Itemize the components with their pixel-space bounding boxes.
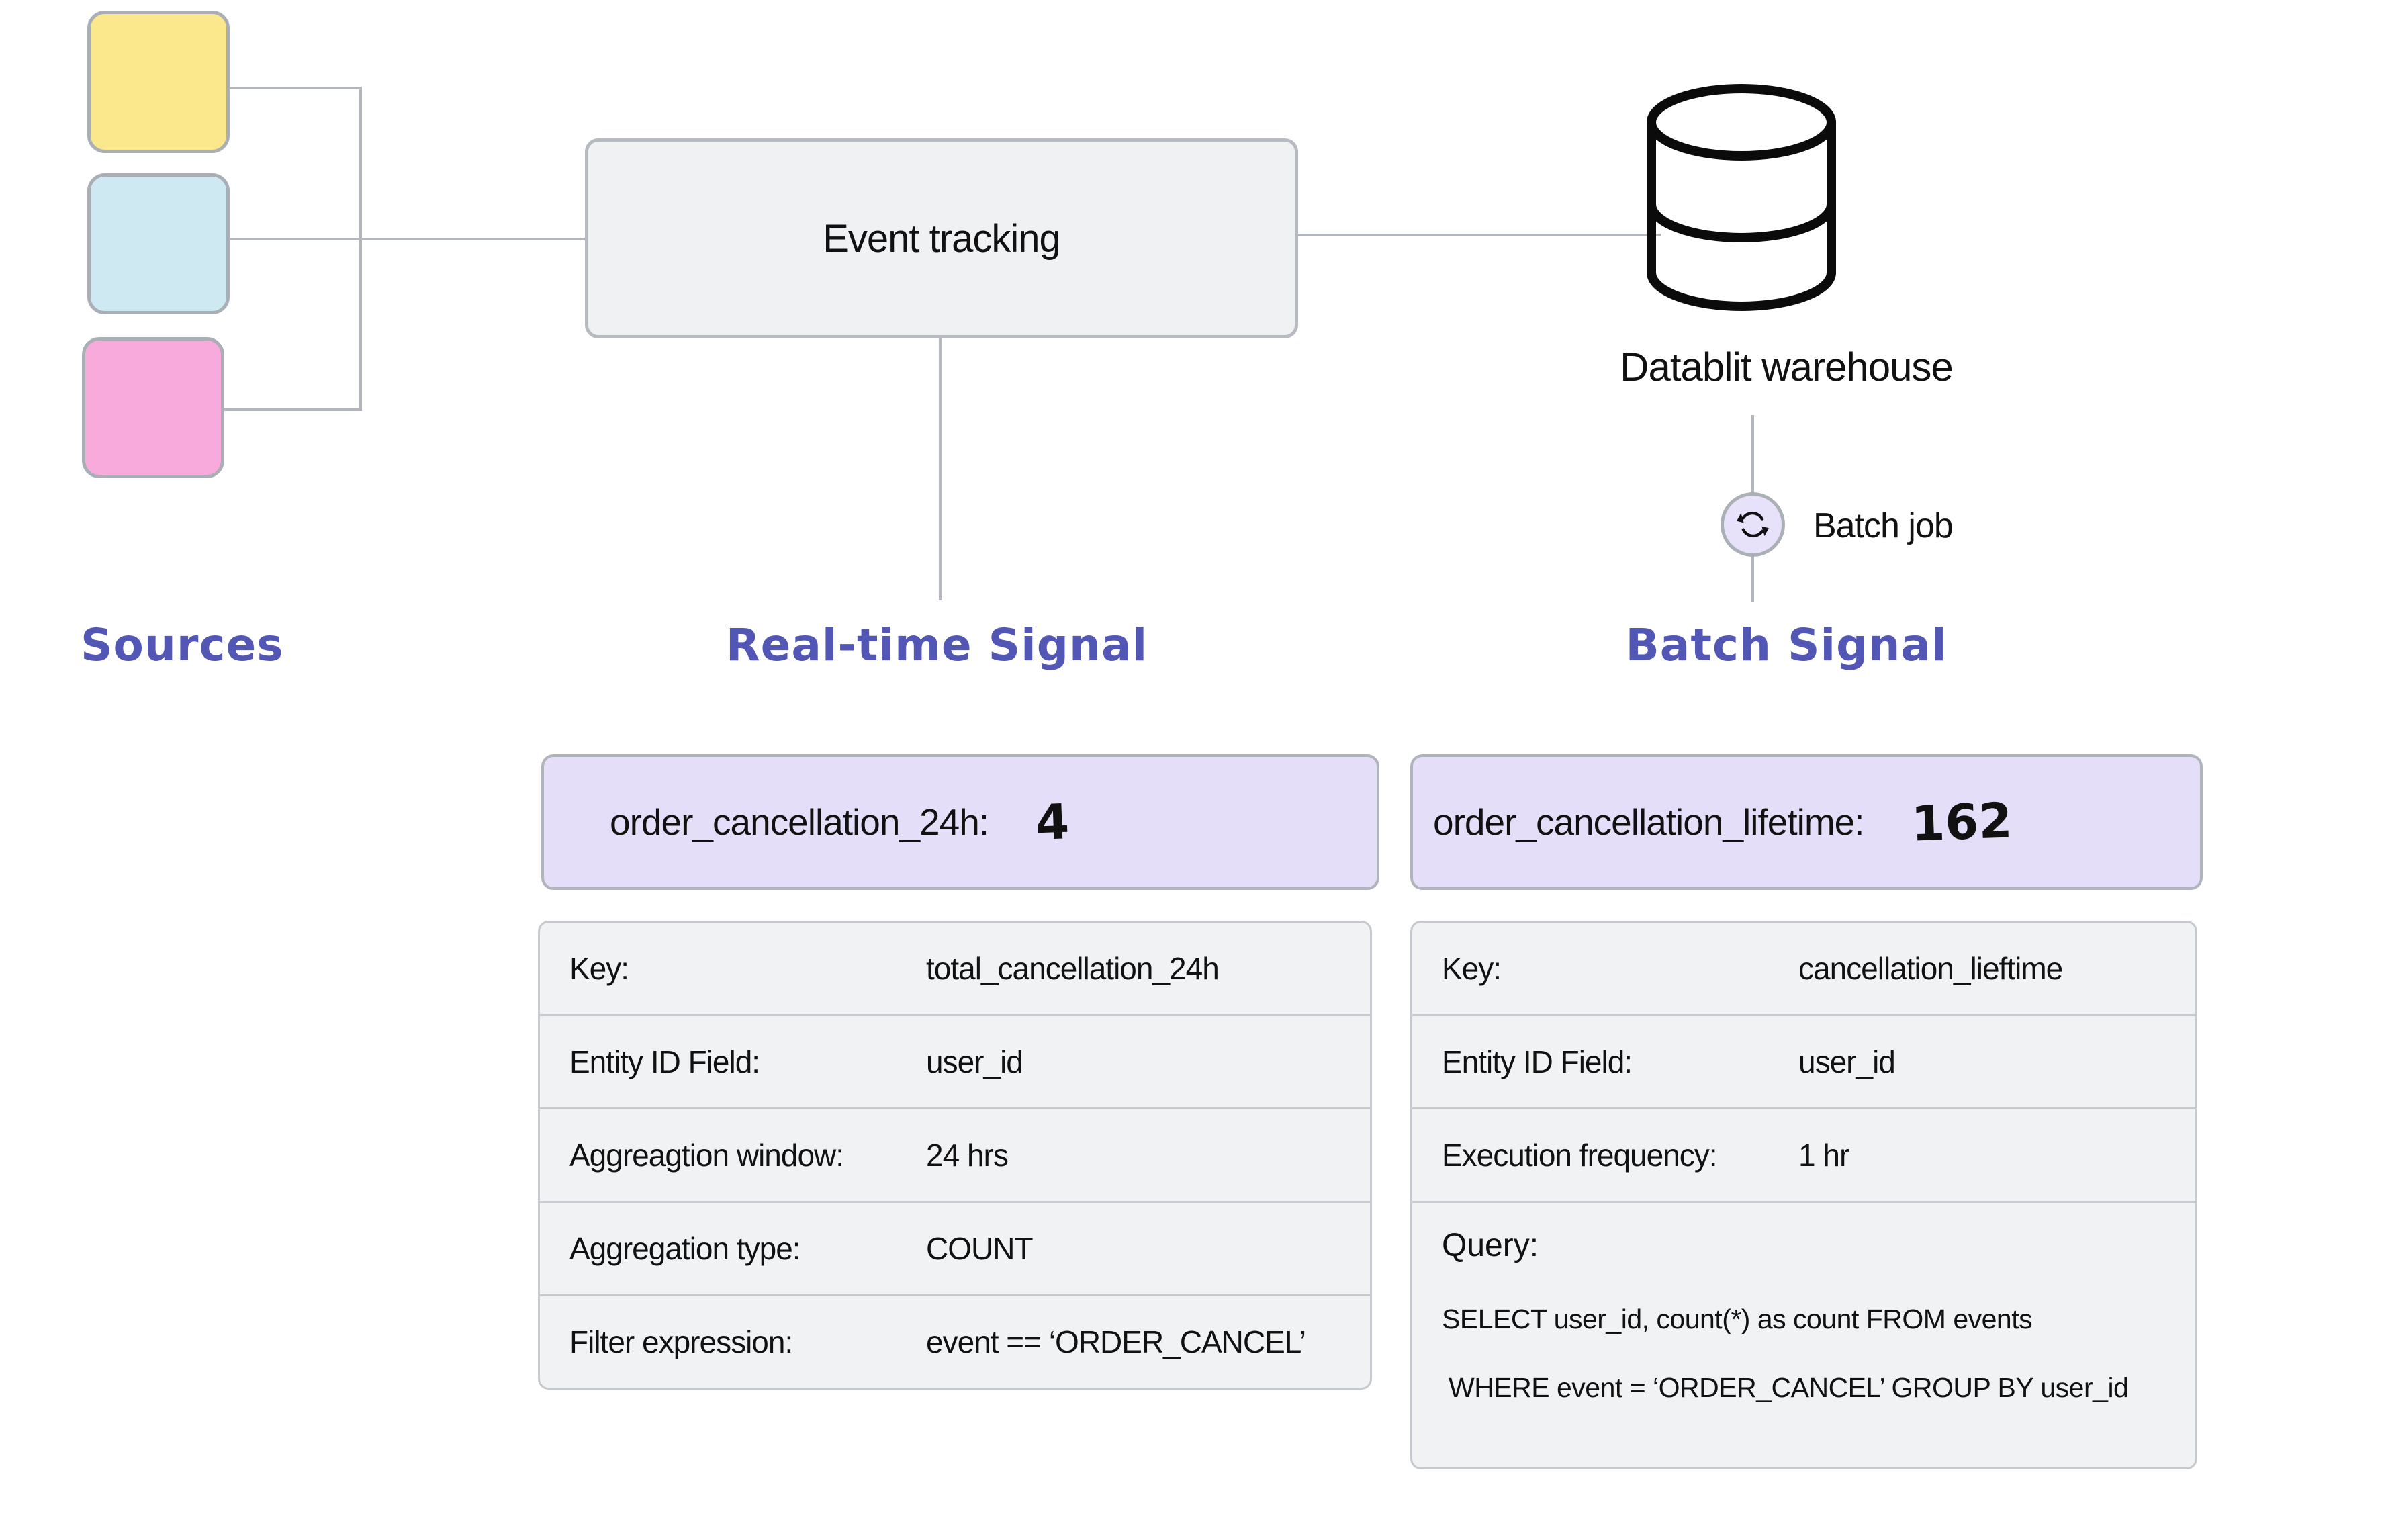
row-value: COUNT xyxy=(926,1231,1034,1266)
row-label: Aggreagtion window: xyxy=(569,1138,844,1173)
realtime-signal-label: Real-time Signal xyxy=(725,619,1148,671)
batch-signal-value: 162 xyxy=(1910,792,2013,852)
connector-event-to-realtime xyxy=(939,338,942,600)
refresh-icon xyxy=(1737,511,1769,538)
database-icon xyxy=(1647,84,1836,311)
row-label: Filter expression: xyxy=(569,1324,793,1359)
batch-job-node xyxy=(1721,492,1785,557)
row-value: 1 hr xyxy=(1798,1138,1849,1173)
realtime-signal-name: order_cancellation_24h: xyxy=(610,801,989,843)
row-value: total_cancellation_24h xyxy=(926,951,1220,986)
row-label: Aggregation type: xyxy=(569,1231,801,1266)
row-value: event == ‘ORDER_CANCEL’ xyxy=(926,1324,1306,1359)
query-label: Query: xyxy=(1442,1228,1539,1263)
source-box-blue xyxy=(87,173,230,314)
table-row: Key: total_cancellation_24h xyxy=(538,921,1372,1016)
row-value: cancellation_lieftime xyxy=(1798,951,2063,986)
row-label: Execution frequency: xyxy=(1442,1138,1718,1173)
table-row: Entity ID Field: user_id xyxy=(538,1014,1372,1109)
table-row: Entity ID Field: user_id xyxy=(1410,1014,2197,1109)
row-label: Entity ID Field: xyxy=(1442,1044,1633,1079)
row-value: user_id xyxy=(926,1044,1023,1079)
connector-trunk xyxy=(359,87,362,411)
row-value: 24 hrs xyxy=(926,1138,1009,1173)
connector-event-to-warehouse xyxy=(1298,234,1661,236)
batch-properties-table: Key: cancellation_lieftime Entity ID Fie… xyxy=(1410,921,2197,1469)
realtime-properties-table: Key: total_cancellation_24h Entity ID Fi… xyxy=(538,921,1372,1390)
query-row: Query: SELECT user_id, count(*) as count… xyxy=(1410,1201,2197,1469)
batch-signal-label: Batch Signal xyxy=(1625,619,1948,671)
table-row: Execution frequency: 1 hr xyxy=(1410,1107,2197,1203)
event-tracking-title: Event tracking xyxy=(823,216,1061,261)
batch-signal-chip: order_cancellation_lifetime: 162 xyxy=(1410,754,2203,890)
query-sql-line: WHERE event = ‘ORDER_CANCEL’ GROUP BY us… xyxy=(1449,1372,2129,1403)
table-row: Filter expression: event == ‘ORDER_CANCE… xyxy=(538,1294,1372,1390)
warehouse-title: Datablit warehouse xyxy=(1620,345,1954,390)
row-label: Key: xyxy=(1442,951,1502,986)
table-row: Aggregation type: COUNT xyxy=(538,1201,1372,1296)
row-value: user_id xyxy=(1798,1044,1896,1079)
realtime-signal-chip: order_cancellation_24h: 4 xyxy=(541,754,1379,890)
event-tracking-node: Event tracking xyxy=(585,138,1298,338)
row-label: Entity ID Field: xyxy=(569,1044,760,1079)
source-box-pink xyxy=(82,337,224,478)
source-box-yellow xyxy=(87,11,230,153)
row-label: Key: xyxy=(569,951,629,986)
batch-job-label: Batch job xyxy=(1813,506,1954,545)
connector-blue-to-event xyxy=(230,238,585,240)
realtime-signal-value: 4 xyxy=(1034,793,1070,851)
query-sql-line: SELECT user_id, count(*) as count FROM e… xyxy=(1442,1304,2033,1334)
connector-yellow-stub xyxy=(230,87,362,89)
connector-pink-stub xyxy=(224,408,362,411)
sources-label: Sources xyxy=(81,619,284,671)
table-row: Key: cancellation_lieftime xyxy=(1410,921,2197,1016)
table-row: Aggreagtion window: 24 hrs xyxy=(538,1107,1372,1203)
batch-signal-name: order_cancellation_lifetime: xyxy=(1433,801,1865,843)
